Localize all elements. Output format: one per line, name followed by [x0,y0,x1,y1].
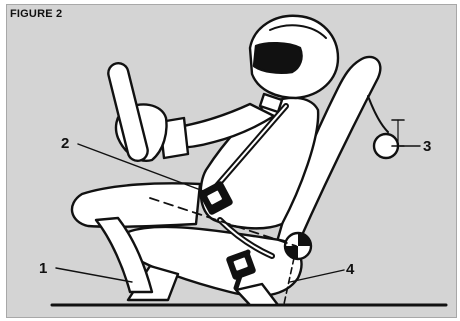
callout-number-2: 2 [61,136,69,151]
callout-number-4: 4 [346,262,354,277]
callout-1-leader [56,268,132,282]
helmet-visor [254,43,302,73]
figure-title: FIGURE 2 [10,8,62,20]
callout-number-1: 1 [39,261,47,276]
driver-legs [72,183,200,227]
head-rest-bracket [368,96,388,132]
callout-number-3: 3 [423,139,431,154]
